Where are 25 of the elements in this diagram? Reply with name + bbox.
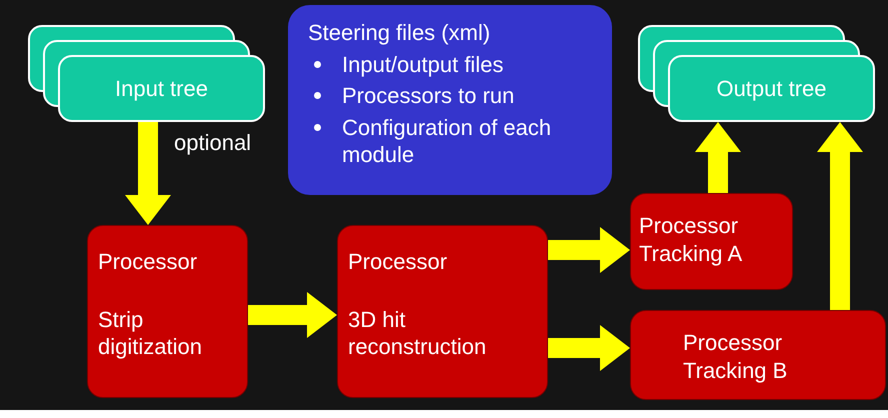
block-arrow [548,227,630,273]
block-arrow [695,122,741,193]
card-title: Output tree [716,74,827,102]
list-item: Configuration of each module [342,114,552,167]
box-text: 3D hit reconstruction [348,306,488,360]
list-item: Input/output files [342,52,504,76]
block-arrow [125,122,171,225]
processor-box [337,225,548,398]
box-text: Strip digitization [98,306,203,360]
block-arrow [248,292,337,338]
card-title: Input tree [115,74,208,102]
processor-box [630,310,886,400]
data-tree-card [668,55,875,122]
box-text: Processor Tracking B [683,329,788,384]
box-title: Processor [98,248,198,276]
processor-box [630,193,793,290]
info-panel [288,5,612,195]
box-text: Processor Tracking A [639,212,744,267]
list-item: Processors to run [342,83,514,108]
panel-heading: Steering files (xml) [308,19,492,46]
data-tree-card [58,55,265,122]
block-arrow [548,325,630,371]
block-arrow [817,122,863,310]
processor-box [87,225,248,398]
box-title: Processor [348,248,448,276]
